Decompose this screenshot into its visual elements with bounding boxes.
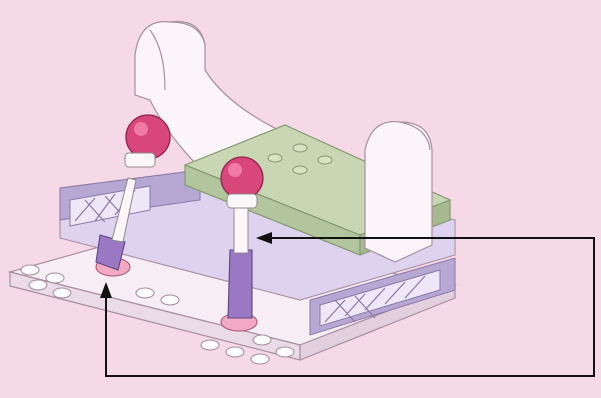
arch-right: [365, 122, 432, 262]
